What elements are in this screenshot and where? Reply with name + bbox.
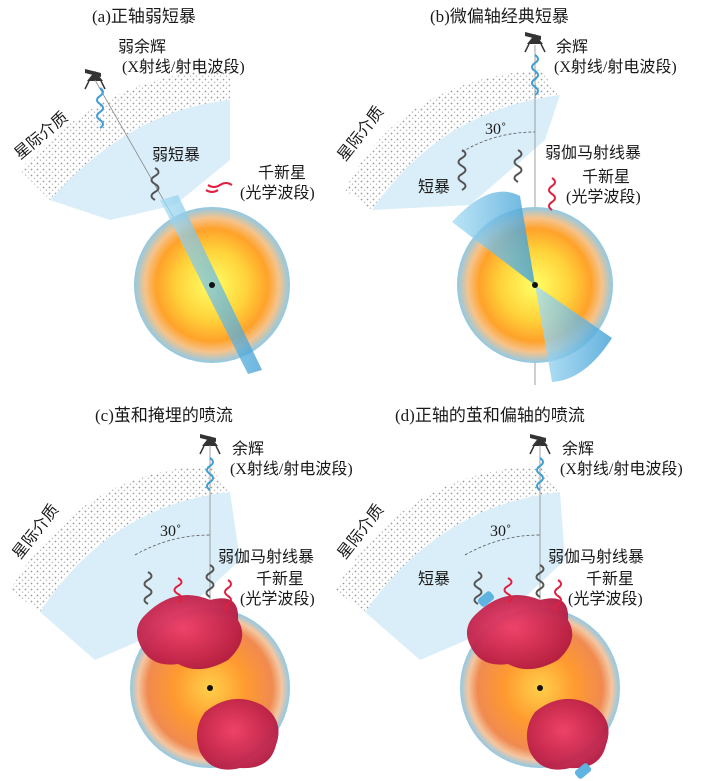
grb-wave: [513, 149, 523, 183]
panel-d-title: (d)正轴的茧和偏轴的喷流: [395, 406, 585, 425]
burst-wave: [473, 571, 483, 605]
angle-arc: [134, 534, 211, 556]
afterglow-wave: [531, 54, 539, 96]
xray-radio-band-label: (X射线/射电波段): [230, 460, 353, 478]
shell-region: [365, 492, 565, 660]
kilonova-label: 千新星: [256, 570, 304, 588]
optical-band-label: (光学波段): [566, 188, 641, 206]
grb-wave: [535, 564, 545, 598]
optical-band-label: (光学波段): [240, 590, 315, 608]
ism-band: [345, 70, 560, 210]
kilonova-wave: [205, 182, 233, 193]
kilonova-wave: [554, 579, 562, 613]
burst-wave: [457, 149, 467, 191]
angle-label: 30˚: [490, 523, 511, 540]
cocoon-wave: [503, 577, 513, 603]
jet: [535, 285, 612, 382]
xray-radio-band-label: (X射线/射电波段): [560, 460, 683, 478]
burst-wave: [143, 571, 153, 605]
grb-label: 弱伽马射线暴: [218, 548, 314, 566]
afterglow-wave: [536, 457, 544, 491]
burst-label: 短暴: [418, 570, 450, 588]
xray-radio-band-label: (X射线/射电波段): [554, 58, 677, 76]
angle-label: 30˚: [485, 121, 506, 138]
afterglow-label: 余辉: [562, 439, 594, 458]
ism-band: [20, 70, 230, 200]
afterglow-wave: [206, 457, 214, 491]
afterglow-label: 余辉: [232, 439, 264, 458]
kilonova-label: 千新星: [258, 164, 306, 182]
grb-label: 弱伽马射线暴: [545, 144, 641, 162]
kilonova-label: 千新星: [582, 168, 630, 186]
jet: [477, 591, 495, 607]
cocoon-wave: [173, 577, 183, 603]
angle-arc: [461, 131, 536, 153]
grb-wave: [205, 564, 215, 598]
burst-wave: [150, 167, 160, 201]
cocoon: [466, 595, 573, 670]
kilonova-label: 千新星: [586, 570, 634, 588]
panel-b-title: (b)微偏轴经典短暴: [430, 7, 569, 26]
panel-b: (b)微偏轴经典短暴 星际介质 余辉 (X射线/射电波段) 30˚ 短暴 弱伽马…: [334, 7, 677, 385]
angle-arc: [464, 534, 541, 556]
cocoon: [136, 595, 243, 670]
panel-c: (c)茧和掩埋的喷流 星际介质 余辉 (X射线/射电波段) 30˚ 弱伽马射线暴…: [9, 406, 353, 770]
shell-region: [40, 492, 240, 660]
telescope-icon: [84, 68, 106, 90]
panel-a: (a)正轴弱短暴 星际介质 弱余辉 (X射线/射电波段) 弱短暴 千新星 (光学…: [11, 7, 315, 374]
grb-label: 弱伽马射线暴: [548, 548, 644, 566]
burst-label: 短暴: [418, 178, 450, 196]
ism-band: [335, 466, 560, 612]
afterglow-wave: [96, 87, 104, 129]
afterglow-label: 弱余辉: [118, 37, 166, 56]
cocoon: [526, 698, 609, 770]
kilonova-wave: [548, 177, 556, 211]
cocoon: [196, 698, 279, 770]
angle-label: 30˚: [160, 523, 181, 540]
kilonova-wave: [224, 579, 232, 613]
xray-radio-band-label: (X射线/射电波段): [122, 58, 245, 76]
optical-band-label: (光学波段): [240, 184, 315, 202]
panel-d: (d)正轴的茧和偏轴的喷流 星际介质 余辉 (X射线/射电波段) 30˚ 短暴 …: [334, 406, 683, 779]
jet: [452, 191, 535, 285]
shell-region: [50, 100, 230, 220]
panel-a-title: (a)正轴弱短暴: [92, 7, 196, 26]
afterglow-label: 余辉: [556, 37, 588, 56]
jet: [574, 763, 592, 779]
panel-c-title: (c)茧和掩埋的喷流: [95, 406, 233, 425]
burst-label: 弱短暴: [152, 146, 200, 164]
ism-band: [10, 466, 230, 612]
optical-band-label: (光学波段): [568, 590, 643, 608]
